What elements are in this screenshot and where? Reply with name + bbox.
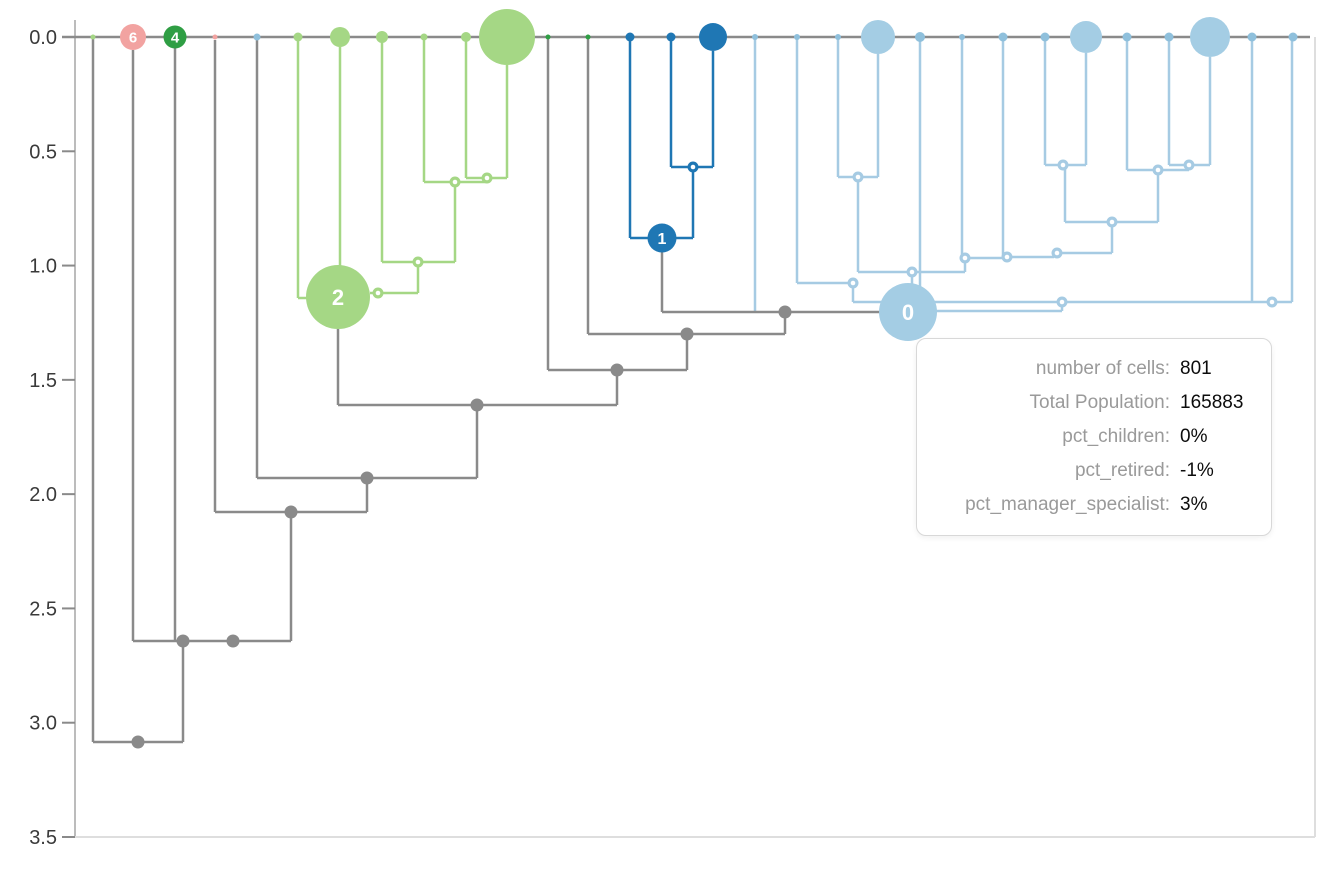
y-axis-tick-label: 0.0 bbox=[29, 27, 57, 49]
tooltip-value: 165883 bbox=[1180, 392, 1244, 413]
leaf-node[interactable] bbox=[915, 32, 925, 42]
merge-node-dot-hole bbox=[1155, 167, 1161, 173]
tooltip-row: pct_children: 0% bbox=[933, 420, 1253, 454]
leaf-node[interactable] bbox=[861, 20, 895, 54]
leaf-node[interactable] bbox=[752, 34, 758, 40]
y-axis-tick-label: 1.5 bbox=[29, 370, 57, 392]
leaf-node[interactable] bbox=[90, 34, 96, 40]
leaf-node[interactable] bbox=[420, 33, 428, 41]
y-axis-tick-label: 2.0 bbox=[29, 484, 57, 506]
merge-node-dot-hole bbox=[1109, 219, 1115, 225]
leaf-node[interactable] bbox=[253, 33, 261, 41]
cluster-leaf-bubble-6[interactable] bbox=[120, 24, 146, 50]
y-axis-tick-label: 3.0 bbox=[29, 713, 57, 735]
leaf-node[interactable] bbox=[376, 31, 388, 43]
tooltip-label: pct_retired: bbox=[1074, 460, 1170, 481]
y-axis-tick-label: 0.5 bbox=[29, 141, 57, 163]
cluster-bubble-label-0: 0 bbox=[902, 300, 914, 325]
leaf-node[interactable] bbox=[699, 23, 727, 51]
cluster-leaf-label-6: 6 bbox=[129, 29, 137, 46]
cluster-bubble-0[interactable] bbox=[879, 283, 937, 341]
merge-node-dot-hole bbox=[855, 174, 861, 180]
leaf-node[interactable] bbox=[998, 32, 1008, 42]
merge-node-dot[interactable] bbox=[360, 471, 374, 485]
merge-node-dot[interactable] bbox=[778, 305, 792, 319]
leaf-node[interactable] bbox=[1288, 32, 1298, 42]
merge-node-dot-hole bbox=[452, 179, 458, 185]
cluster-bubble-label-2: 2 bbox=[332, 285, 344, 310]
cluster-bubble-1[interactable] bbox=[647, 223, 677, 253]
leaf-node[interactable] bbox=[625, 32, 635, 42]
tooltip-label: Total Population: bbox=[1029, 392, 1171, 413]
merge-node-dot-hole bbox=[415, 259, 421, 265]
merge-node-dot-hole bbox=[690, 164, 696, 170]
merge-node-dot-hole bbox=[909, 269, 915, 275]
cluster-leaf-bubble-4[interactable] bbox=[163, 25, 187, 49]
leaf-node[interactable] bbox=[585, 34, 591, 40]
merge-node-dot-hole bbox=[1054, 250, 1060, 256]
leaf-node[interactable] bbox=[1190, 17, 1230, 57]
merge-node-dot-hole bbox=[1060, 162, 1066, 168]
leaf-node[interactable] bbox=[479, 9, 535, 65]
tooltip-value: 3% bbox=[1180, 494, 1208, 515]
merge-node-dot[interactable] bbox=[176, 634, 190, 648]
cluster-bubble-2[interactable] bbox=[306, 265, 370, 329]
leaf-node[interactable] bbox=[1040, 32, 1050, 42]
leaf-node[interactable] bbox=[666, 32, 676, 42]
merge-node-dot-hole bbox=[850, 280, 856, 286]
leaf-node[interactable] bbox=[330, 27, 350, 47]
tooltip-value: 801 bbox=[1180, 358, 1212, 379]
merge-node-dot[interactable] bbox=[680, 327, 694, 341]
cluster-bubble-label-1: 1 bbox=[658, 231, 667, 248]
tooltip-row: number of cells: 801 bbox=[933, 352, 1253, 386]
leaf-node[interactable] bbox=[461, 32, 471, 42]
y-axis-tick-label: 2.5 bbox=[29, 598, 57, 620]
tooltip-value: 0% bbox=[1180, 426, 1208, 447]
merge-node-dot-hole bbox=[375, 290, 381, 296]
merge-node-dot[interactable] bbox=[284, 505, 298, 519]
leaf-node[interactable] bbox=[959, 34, 965, 40]
tooltip-label: pct_manager_specialist: bbox=[965, 494, 1170, 515]
leaf-node[interactable] bbox=[1164, 32, 1174, 42]
tooltip-row: Total Population: 165883 bbox=[933, 386, 1253, 420]
leaf-node[interactable] bbox=[1070, 21, 1102, 53]
tooltip-row: pct_manager_specialist: 3% bbox=[933, 488, 1253, 522]
merge-node-dot[interactable] bbox=[610, 363, 624, 377]
tooltip-value: -1% bbox=[1180, 460, 1214, 481]
merge-node-dot-hole bbox=[1004, 254, 1010, 260]
merge-node-dot-hole bbox=[1186, 162, 1192, 168]
leaf-node[interactable] bbox=[835, 34, 841, 40]
tooltip-row: pct_retired: -1% bbox=[933, 454, 1253, 488]
merge-node-dot-hole bbox=[962, 255, 968, 261]
leaf-node[interactable] bbox=[1247, 32, 1257, 42]
y-axis-tick-label: 1.0 bbox=[29, 256, 57, 278]
merge-node-dot[interactable] bbox=[226, 634, 240, 648]
leaf-node[interactable] bbox=[212, 34, 218, 40]
cluster-leaf-label-4: 4 bbox=[171, 29, 180, 46]
merge-node-dot-hole bbox=[484, 175, 490, 181]
y-axis-tick-label: 3.5 bbox=[29, 827, 57, 849]
tooltip-label: pct_children: bbox=[1062, 426, 1170, 447]
leaf-node[interactable] bbox=[1122, 32, 1132, 42]
leaf-node[interactable] bbox=[545, 34, 551, 40]
merge-node-dot-hole bbox=[1059, 299, 1065, 305]
merge-node-dot[interactable] bbox=[470, 398, 484, 412]
leaf-node[interactable] bbox=[293, 32, 303, 42]
merge-node-dot-hole bbox=[1269, 299, 1275, 305]
merge-node-dot[interactable] bbox=[131, 735, 145, 749]
leaf-node[interactable] bbox=[794, 34, 800, 40]
tooltip-label: number of cells: bbox=[1035, 358, 1170, 379]
